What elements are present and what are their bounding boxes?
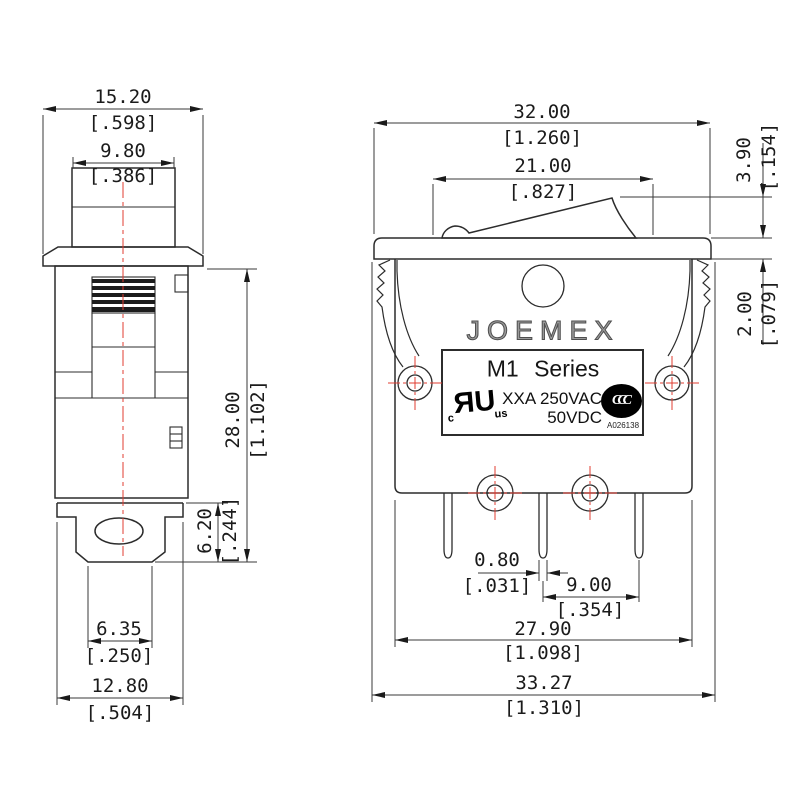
dim-body-width-inch: [1.098] [502, 642, 584, 664]
brand-text: JOEMEX [466, 315, 620, 346]
flange-front-view [373, 237, 712, 260]
dim-flange-width-mm: 32.00 [513, 101, 571, 123]
series-text: M1 Series [486, 355, 600, 382]
dim-rocker-height-inch: [.154] [758, 122, 780, 192]
body-front-view [394, 259, 693, 494]
dim-terminal-height-inch: [.244] [219, 496, 241, 566]
dimension-arrowheads [43, 106, 766, 701]
rating-line2: 50VDC [547, 408, 602, 427]
dim-button-dia-mm: 9.80 [100, 140, 146, 162]
dim-terminal-height-mm: 6.20 [194, 508, 216, 554]
centerlines [122, 182, 699, 556]
dim-rocker-width-inch: [.827] [508, 181, 578, 203]
dim-terminal-width-mm: 6.35 [96, 618, 142, 640]
body-left-view [54, 265, 189, 499]
dimension-lines [42, 108, 772, 705]
dim-pin-thickness-inch: [.031] [462, 575, 532, 597]
dim-body-height-inch: [1.102] [247, 379, 269, 461]
ul-mark-c: c [447, 412, 455, 425]
dim-body-width-mm: 27.90 [514, 618, 572, 640]
ccc-mark-letters: CCC [611, 393, 632, 408]
ul-mark-ru: RU [455, 384, 494, 420]
dim-pin-thickness-mm: 0.80 [474, 549, 520, 571]
rocker-actuator [441, 197, 638, 239]
dim-flange-thickness-mm: 2.00 [734, 291, 756, 337]
dim-bracket-width-inch: [.504] [85, 702, 155, 724]
ul-mark-us: us [494, 407, 508, 421]
dim-overall-width-mm: 33.27 [515, 672, 573, 694]
side-clip-detail [169, 426, 183, 449]
rating-label-box [441, 349, 644, 436]
dim-pin-pitch-mm: 9.00 [566, 574, 612, 596]
crosshair-bottom-left-boss [468, 466, 522, 520]
dim-rocker-width-mm: 21.00 [514, 155, 572, 177]
top-hole [521, 264, 565, 308]
body-notch [174, 274, 189, 293]
flange-left-view [42, 246, 204, 267]
crosshair-left-hole [388, 356, 442, 410]
snap-clips [376, 259, 711, 368]
dim-body-height-mm: 28.00 [222, 391, 244, 449]
dim-terminal-width-inch: [.250] [84, 645, 154, 667]
dim-pin-pitch-inch: [.354] [555, 599, 625, 621]
dim-overall-width-inch: [1.310] [503, 697, 585, 719]
dim-flange-width-inch: [1.260] [501, 127, 583, 149]
ribbed-shaft [55, 276, 188, 399]
cert-code: A026138 [606, 421, 640, 430]
dim-bracket-width-mm: 12.80 [91, 675, 149, 697]
dim-flange-dia-inch: [.598] [88, 112, 158, 134]
dim-rocker-height-mm: 3.90 [733, 137, 755, 183]
terminal-oval-hole [94, 517, 144, 545]
ccc-mark: CCC [601, 384, 642, 418]
crosshair-bottom-right-boss [563, 466, 617, 520]
terminal-bracket [56, 502, 184, 563]
dim-button-dia-inch: [.386] [88, 165, 158, 187]
crosshair-right-hole [645, 356, 699, 410]
rating-line1: XXA 250VAC [502, 389, 602, 408]
ul-recognized-mark: c RU us [445, 385, 512, 430]
terminal-pins [443, 493, 644, 559]
dim-flange-dia-mm: 15.20 [94, 86, 152, 108]
dim-flange-thickness-inch: [.079] [758, 279, 780, 349]
